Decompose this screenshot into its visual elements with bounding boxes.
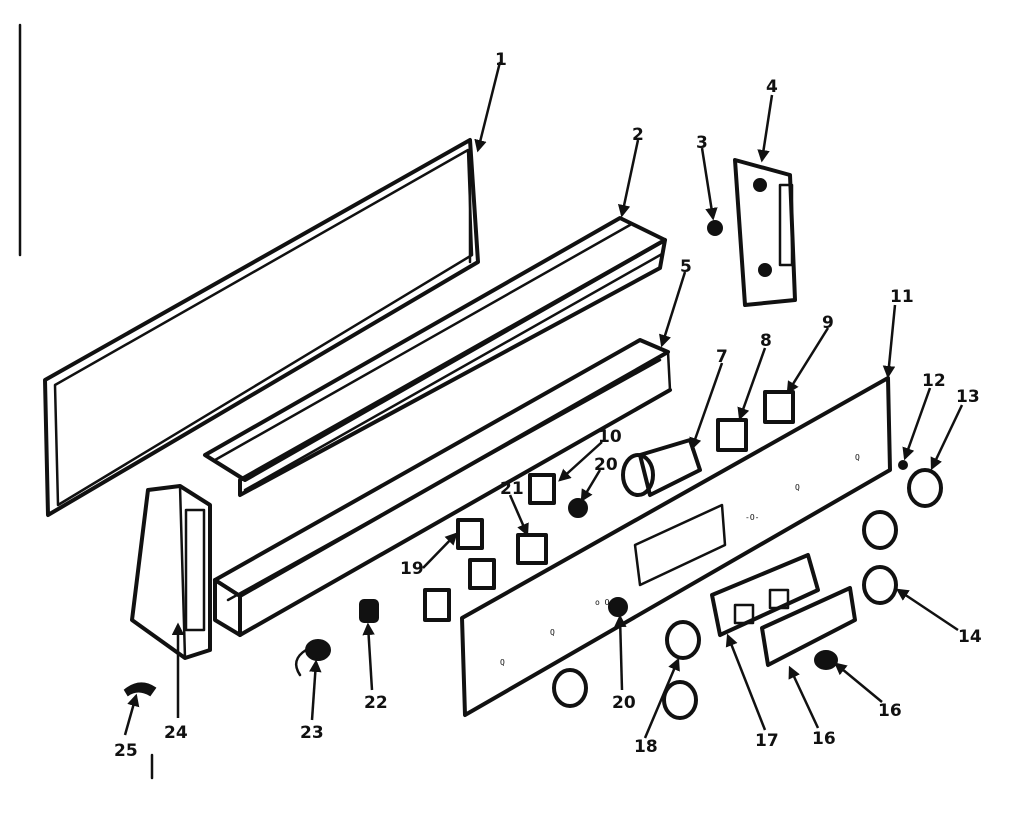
callout-24: 24 <box>164 723 188 743</box>
part-19-switch-c <box>423 588 451 622</box>
part-1-back-panel <box>43 138 480 517</box>
part-2-upper-rail <box>203 216 667 497</box>
part-19-switch-b <box>468 558 496 590</box>
callout-7: 7 <box>716 347 728 367</box>
part-21-block <box>516 533 548 565</box>
part-25-clip <box>123 682 157 697</box>
part-17-switch-block <box>710 553 820 637</box>
part-4-bracket <box>733 158 797 307</box>
part-19-switch-a <box>456 518 484 550</box>
callout-3: 3 <box>696 133 708 153</box>
callout-4: 4 <box>766 77 778 97</box>
callout-18: 18 <box>634 737 658 757</box>
part-20-knob-small <box>568 498 588 518</box>
part-7-timer <box>621 438 702 497</box>
callout-23: 23 <box>300 723 324 743</box>
leader-lines <box>123 61 964 739</box>
part-15-plug <box>814 650 838 670</box>
part-23-clip <box>294 639 331 677</box>
knob-18-lower <box>662 680 698 720</box>
svg-text:o O: o O <box>595 598 610 607</box>
part-11-control-panel: -O- Q Q Q Q o O <box>460 376 892 717</box>
callout-11: 11 <box>890 287 914 307</box>
knob-left <box>552 668 588 708</box>
callout-21: 21 <box>500 479 524 499</box>
callout-20-lower: 20 <box>612 693 636 713</box>
callout-10: 10 <box>598 427 622 447</box>
callout-16-right: 16 <box>878 701 902 721</box>
svg-text:-O-: -O- <box>745 513 759 522</box>
part-5-lower-rail <box>213 338 672 637</box>
knob-18-upper <box>665 620 701 660</box>
callout-25: 25 <box>114 741 138 761</box>
part-20-knob-lower <box>608 597 628 617</box>
svg-text:Q: Q <box>550 628 555 637</box>
knob-14-upper <box>862 510 898 550</box>
callout-12: 12 <box>922 371 946 391</box>
part-9-switch <box>763 390 795 424</box>
callout-20-upper: 20 <box>594 455 618 475</box>
knob-14-lower <box>862 565 898 605</box>
knob-13 <box>907 468 943 508</box>
svg-text:Q: Q <box>500 658 505 667</box>
callout-19: 19 <box>400 559 424 579</box>
callout-5: 5 <box>680 257 692 277</box>
callout-9: 9 <box>822 313 834 333</box>
callout-14: 14 <box>958 627 982 647</box>
part-8-switch <box>716 418 748 452</box>
svg-text:Q: Q <box>795 483 800 492</box>
callout-16: 16 <box>812 729 836 749</box>
callout-1: 1 <box>495 50 507 70</box>
callout-22: 22 <box>364 693 388 713</box>
part-16-bezel <box>760 586 857 667</box>
part-12-screw <box>898 460 908 470</box>
callout-8: 8 <box>760 331 772 351</box>
callout-13: 13 <box>956 387 980 407</box>
part-24-end-cap <box>130 484 212 660</box>
part-10-switch <box>528 473 556 505</box>
callout-17: 17 <box>755 731 779 751</box>
part-3-screw <box>707 220 723 236</box>
svg-text:Q: Q <box>855 453 860 462</box>
part-22-plug <box>359 599 379 623</box>
callout-2: 2 <box>632 125 644 145</box>
